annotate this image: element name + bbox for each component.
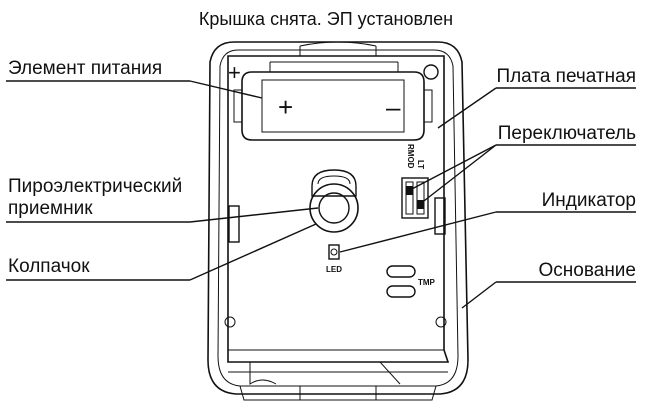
pyroelectric-receiver [309,169,359,233]
tamper-switch: TMP [386,265,436,298]
leader-lines [6,80,636,309]
led-indicator: LED [326,244,342,274]
battery-plus-mark: + [278,92,293,122]
label-indicator: Индикатор [542,190,636,211]
label-battery: Элемент питания [8,58,162,79]
label-cap: Колпачок [8,256,90,277]
switch-rmod-mark: RMOD [406,144,415,169]
label-pyro-line1: Пироэлектрический [8,176,182,197]
printed-circuit-board: + [224,41,450,363]
board-plus-mark: + [228,60,241,85]
bottom-cutouts [249,361,401,385]
battery-minus-mark: – [386,92,401,122]
mode-switch: LT RMOD [401,144,429,219]
label-switch: Переключатель [498,123,636,144]
housing-base [207,41,469,401]
label-base: Основание [539,260,636,281]
label-pcb: Плата печатная [496,66,636,87]
battery: + – [233,61,433,141]
switch-lt-mark: LT [416,160,425,169]
led-mark: LED [326,265,342,274]
tmp-mark: TMP [418,278,436,287]
label-pyro-line2: приемник [8,198,93,219]
diagram-title: Крышка снята. ЭП установлен [199,9,453,29]
